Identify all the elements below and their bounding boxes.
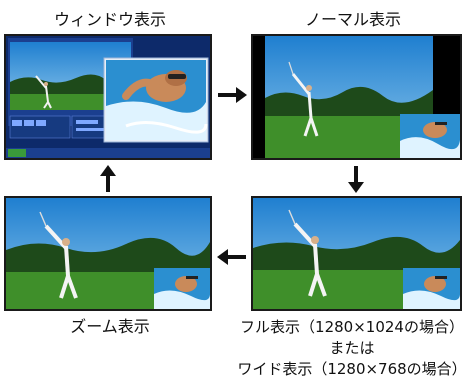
label-normal-display: ノーマル表示 [304,10,401,29]
window-display-screenshot [6,36,210,158]
panel-zoom-display [4,196,212,311]
label-full-line1: フル表示（1280×1024の場合） [240,318,464,336]
arrow-up-icon [100,165,116,192]
label-zoom-display: ズーム表示 [70,317,150,336]
arrow-down-icon [348,166,364,193]
golfer-zoom [44,224,78,299]
panel-full-wide-display [251,196,462,311]
label-window-display: ウィンドウ表示 [53,10,166,29]
arrow-left-icon [217,249,246,265]
zoom-display-screenshot [6,198,210,309]
panel-window-display [4,34,212,160]
normal-display-screenshot [253,36,460,158]
label-full-line3: ワイド表示（1280×768の場合） [237,360,467,378]
label-full-wide-display: フル表示（1280×1024の場合） または ワイド表示（1280×768の場合… [236,317,468,380]
golfer-normal [291,73,319,137]
golfer-full [293,222,327,297]
label-full-line2: または [329,339,375,357]
full-display-screenshot [253,198,460,309]
panel-normal-display [251,34,462,160]
arrow-right-icon [218,87,247,103]
golfer-small [35,75,52,109]
